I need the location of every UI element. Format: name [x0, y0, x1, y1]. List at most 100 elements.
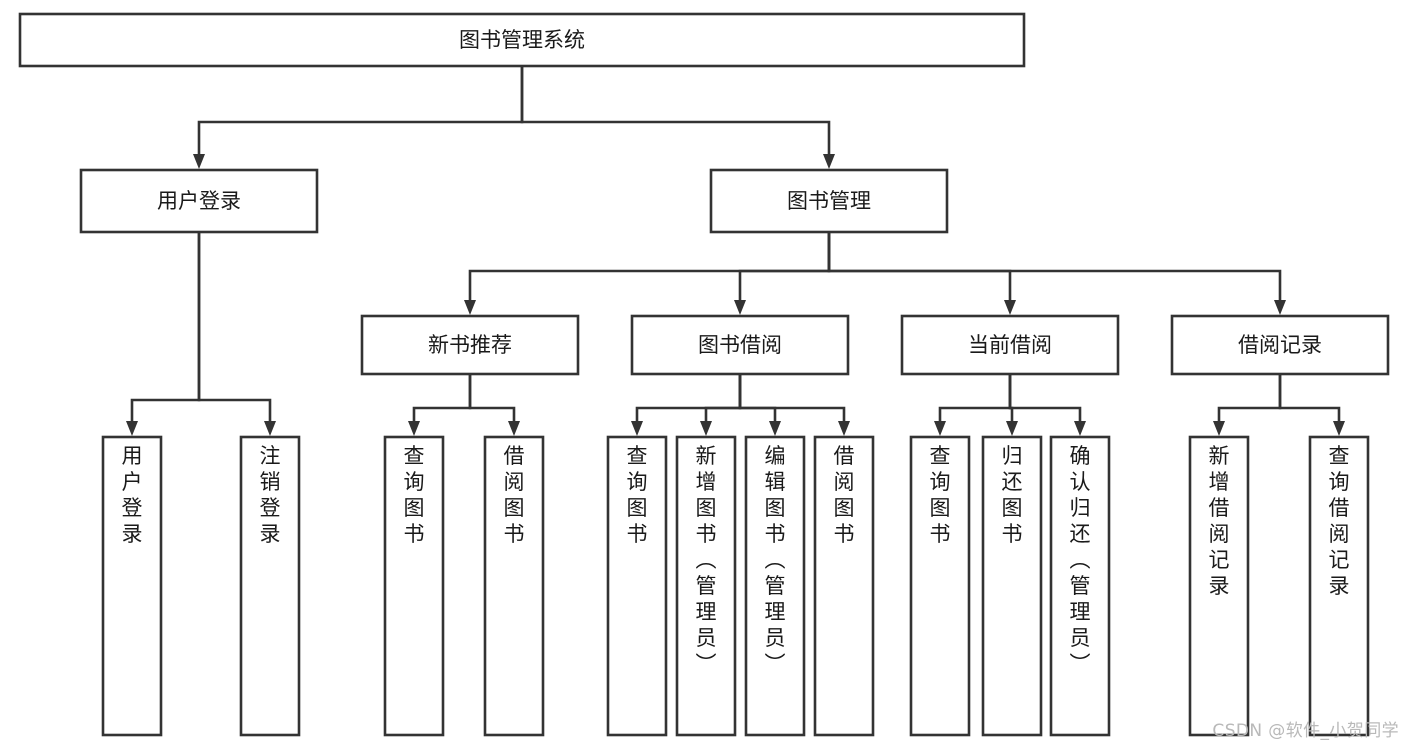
connector [468, 374, 520, 436]
leaf-node[interactable]: 归还图书 [981, 435, 1043, 737]
leaf-node[interactable]: 新增图书︵管理员︶ [675, 435, 737, 737]
arrow-head [734, 300, 746, 315]
connector [734, 232, 831, 315]
arrow-head [631, 421, 643, 436]
leaf-node[interactable]: 借阅图书 [813, 435, 875, 737]
arrow-head [1213, 421, 1225, 436]
leaf-node-rect [383, 435, 445, 737]
level3-node-label: 新书推荐 [428, 333, 512, 357]
arrow-head [700, 421, 712, 436]
leaf-node-label: 归还图书 [1002, 444, 1023, 546]
connector [1278, 374, 1345, 436]
arrow-head [1004, 300, 1016, 315]
leaf-node-rect [1188, 435, 1250, 737]
leaf-node-label: 查询借阅记录 [1329, 444, 1350, 598]
level3-node-rect [360, 314, 580, 376]
level2-node[interactable]: 图书管理 [709, 168, 949, 234]
arrow-head [508, 421, 520, 436]
leaf-node-label: 确认归还︵管理员︶ [1070, 444, 1091, 676]
leaf-node-label: 新增借阅记录 [1209, 444, 1230, 598]
leaf-node-rect [813, 435, 875, 737]
connector-lines [126, 66, 1345, 436]
leaf-node[interactable]: 查询图书 [909, 435, 971, 737]
leaf-node-rect [675, 435, 737, 737]
leaf-node[interactable]: 注销登录 [239, 435, 301, 737]
arrow-head [193, 154, 205, 169]
leaf-node-rect [981, 435, 1043, 737]
level3-node-label: 图书借阅 [698, 333, 782, 357]
level3-node[interactable]: 新书推荐 [360, 314, 580, 376]
arrow-head [264, 421, 276, 436]
leaf-node-rect [483, 435, 545, 737]
connector [1213, 374, 1282, 436]
leaf-node-label: 查询图书 [930, 444, 951, 546]
leaf-node-rect [1049, 435, 1111, 737]
leaf-node-label: 新增图书︵管理员︶ [696, 444, 717, 676]
node-boxes: 图书管理系统用户登录图书管理新书推荐图书借阅当前借阅借阅记录用户登录注销登录查询… [18, 12, 1390, 737]
connector [631, 374, 742, 436]
leaf-node-label: 用户登录 [122, 444, 143, 546]
connector [408, 374, 472, 436]
level3-node-rect [1170, 314, 1390, 376]
arrow-head [1274, 300, 1286, 315]
connector [464, 232, 831, 315]
arrow-head [464, 300, 476, 315]
leaf-node-label: 注销登录 [260, 444, 281, 546]
leaf-node-label: 查询图书 [404, 444, 425, 546]
arrow-head [1074, 421, 1086, 436]
level3-node-rect [630, 314, 850, 376]
arrow-head [408, 421, 420, 436]
root-node[interactable]: 图书管理系统 [18, 12, 1026, 68]
leaf-node[interactable]: 用户登录 [101, 435, 163, 737]
connector [738, 374, 781, 436]
level2-node-label: 图书管理 [787, 189, 871, 213]
root-node-label: 图书管理系统 [459, 28, 585, 52]
connector [827, 232, 1016, 315]
connector [827, 232, 1286, 315]
connector [520, 66, 835, 169]
leaf-node[interactable]: 编辑图书︵管理员︶ [744, 435, 806, 737]
connector [934, 374, 1012, 436]
leaf-node[interactable]: 新增借阅记录 [1188, 435, 1250, 737]
leaf-node-label: 借阅图书 [834, 444, 855, 546]
connector [197, 232, 276, 436]
connector [193, 66, 524, 169]
level3-node[interactable]: 借阅记录 [1170, 314, 1390, 376]
level3-node-label: 借阅记录 [1238, 333, 1322, 357]
leaf-node-rect [239, 435, 301, 737]
connector [700, 374, 742, 436]
level2-node-rect [709, 168, 949, 234]
level3-node-label: 当前借阅 [968, 333, 1052, 357]
leaf-node-label: 查询图书 [627, 444, 648, 546]
connector [1008, 374, 1086, 436]
connector [1006, 374, 1018, 436]
connector [126, 232, 201, 436]
leaf-node-rect [101, 435, 163, 737]
level3-node[interactable]: 当前借阅 [900, 314, 1120, 376]
arrow-head [823, 154, 835, 169]
level2-node-rect [79, 168, 319, 234]
arrow-head [126, 421, 138, 436]
level3-node-rect [900, 314, 1120, 376]
level2-node[interactable]: 用户登录 [79, 168, 319, 234]
watermark-text: CSDN @软件_小贺同学 [1212, 721, 1399, 741]
root-node-rect [18, 12, 1026, 68]
level3-node[interactable]: 图书借阅 [630, 314, 850, 376]
leaf-node[interactable]: 查询图书 [383, 435, 445, 737]
arrow-head [934, 421, 946, 436]
leaf-node-label: 编辑图书︵管理员︶ [765, 444, 786, 676]
leaf-node[interactable]: 借阅图书 [483, 435, 545, 737]
arrow-head [838, 421, 850, 436]
arrow-head [769, 421, 781, 436]
arrow-head [1006, 421, 1018, 436]
leaf-node-rect [744, 435, 806, 737]
leaf-node-rect [1308, 435, 1370, 737]
leaf-node-rect [606, 435, 668, 737]
level2-node-label: 用户登录 [157, 189, 241, 213]
leaf-node[interactable]: 查询借阅记录 [1308, 435, 1370, 737]
leaf-node-label: 借阅图书 [504, 444, 525, 546]
leaf-node[interactable]: 确认归还︵管理员︶ [1049, 435, 1111, 737]
arrow-head [1333, 421, 1345, 436]
leaf-node[interactable]: 查询图书 [606, 435, 668, 737]
